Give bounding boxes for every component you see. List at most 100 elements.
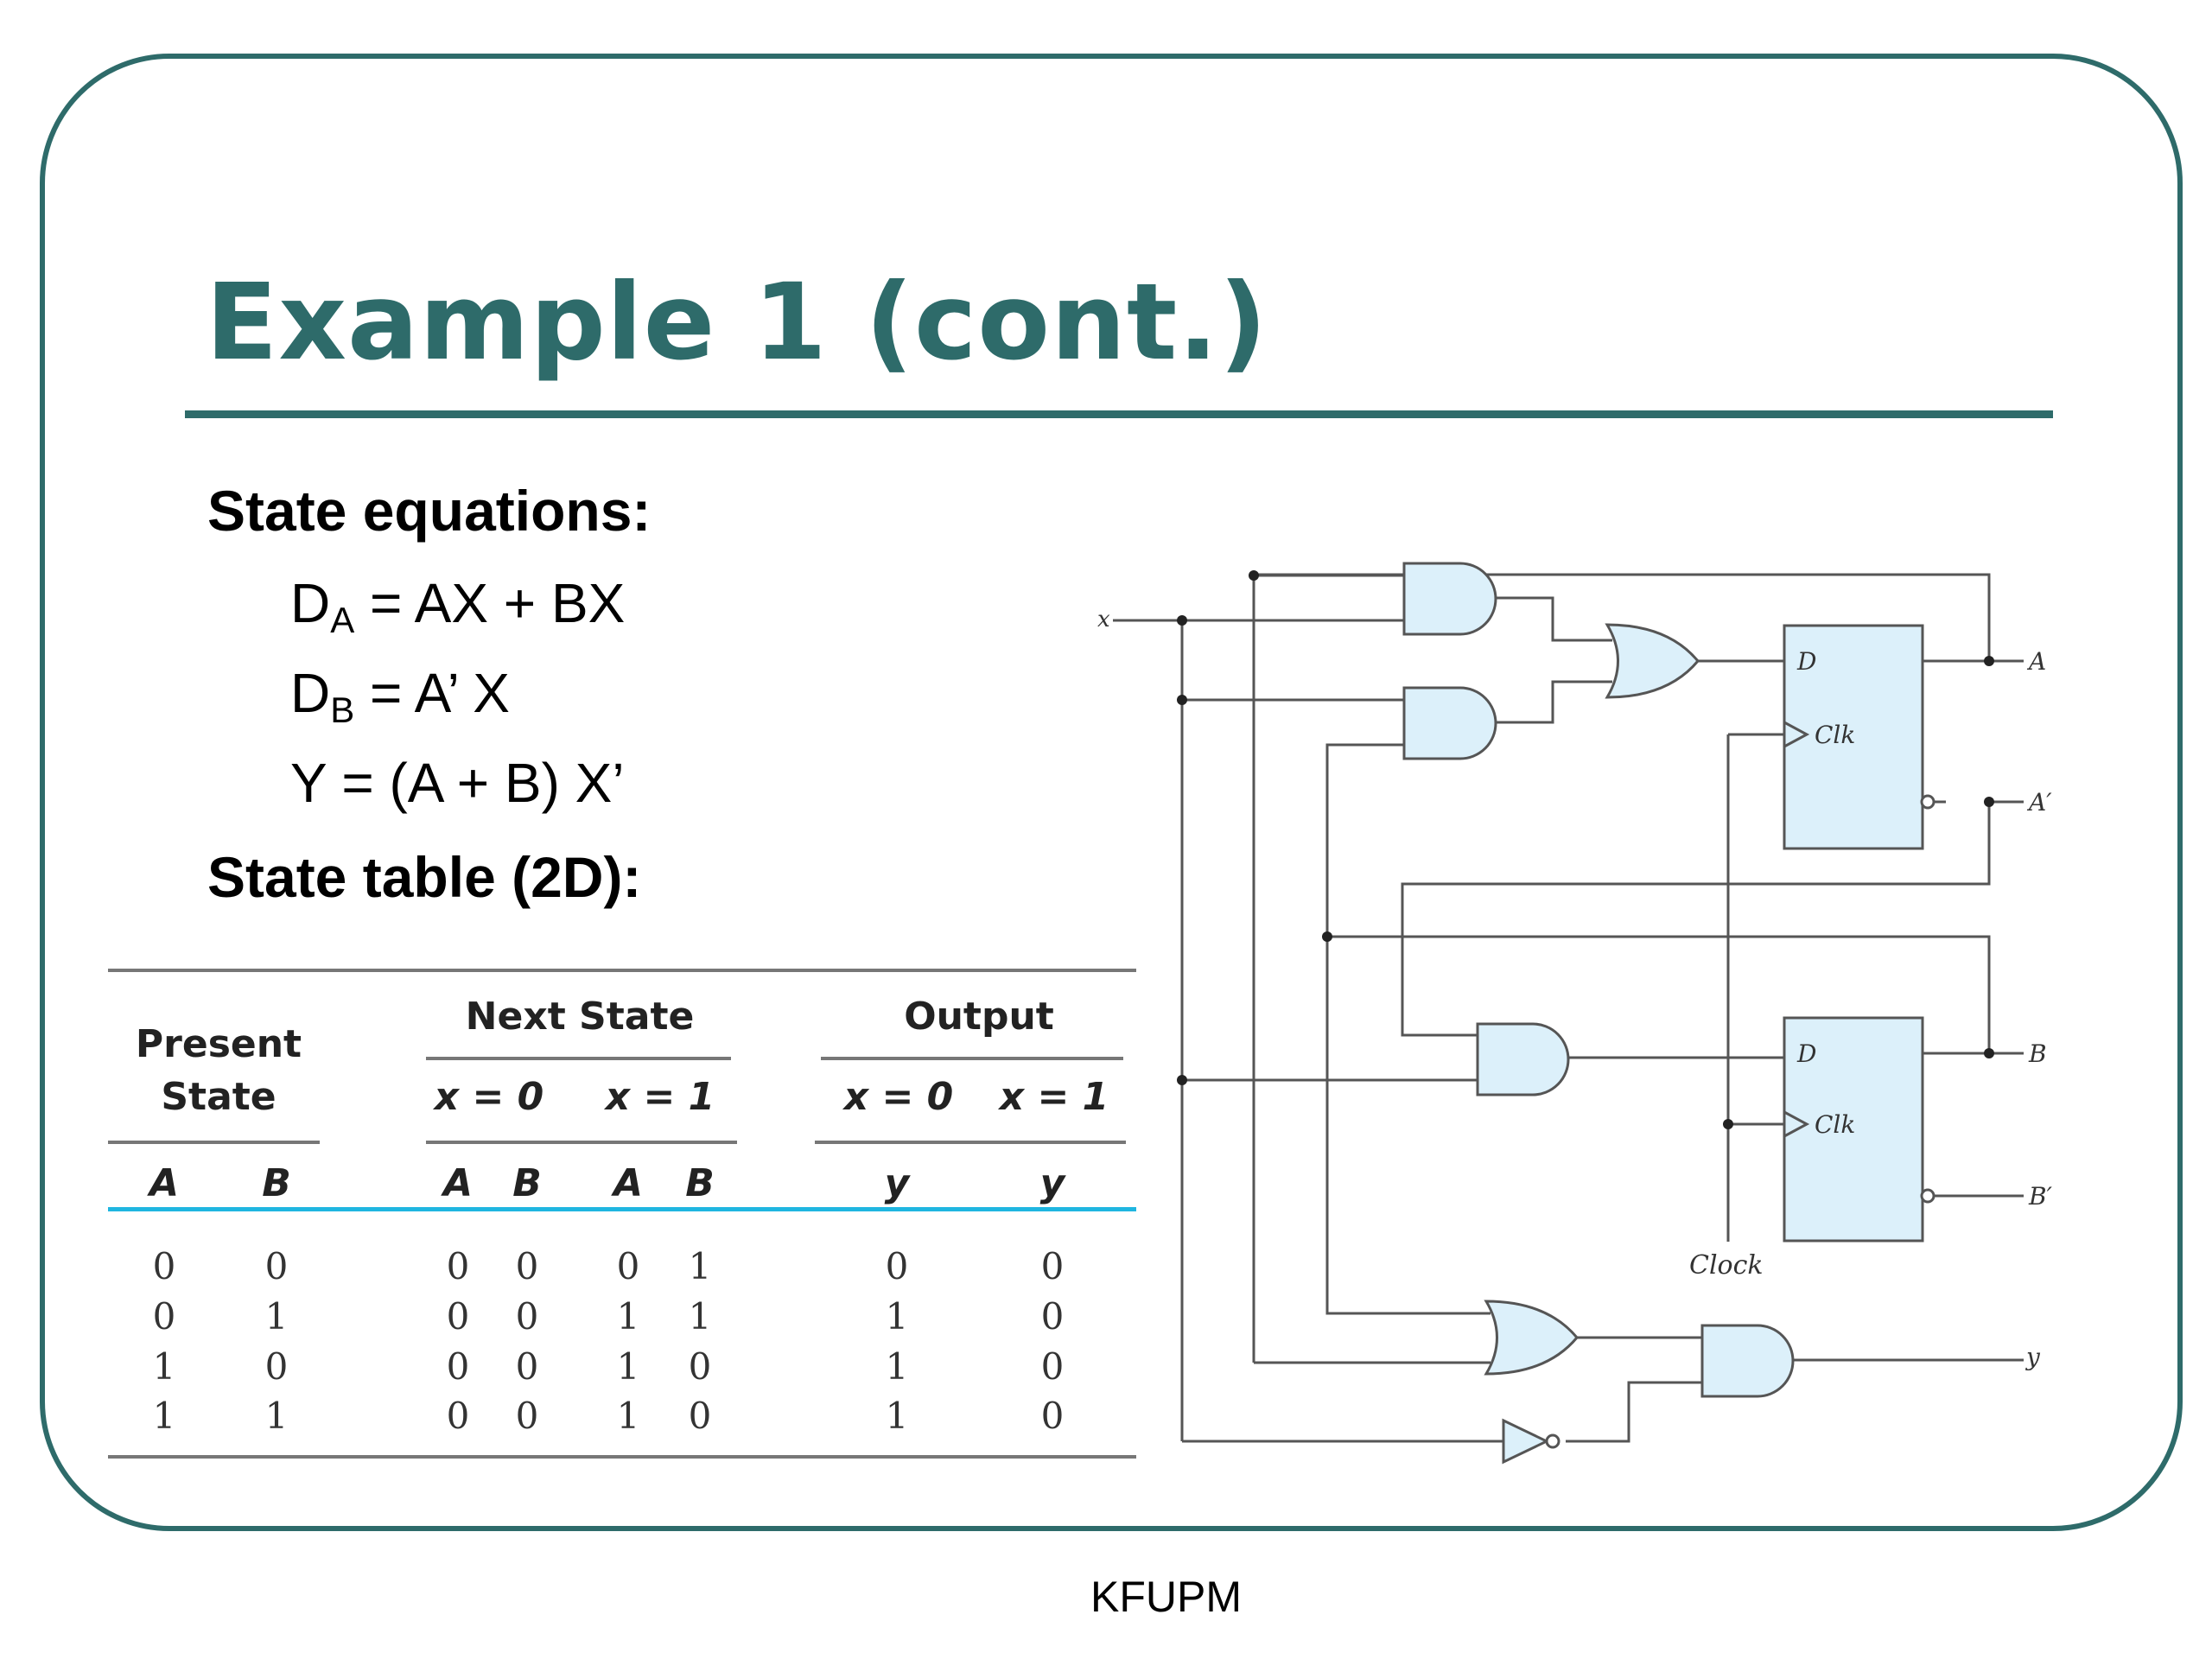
equation-y: Y = (A + B) X’	[290, 752, 625, 814]
circuit-diagram: x D Clk D Clk A A′ B B′ Clock y	[1097, 562, 2053, 1465]
out-x0-header: x = 0	[843, 1075, 954, 1119]
junction-dot	[1984, 656, 1994, 666]
output-sub-rule	[815, 1141, 1126, 1144]
table-cell: 1	[616, 1295, 640, 1338]
and-gate-3	[1476, 1022, 1570, 1096]
output-y-label: y	[2024, 1343, 2041, 1371]
next-state-header: Next State	[465, 995, 695, 1039]
eq-da-sub: A	[330, 600, 355, 640]
state-table-heading: State table (2D):	[207, 845, 642, 909]
junction-dot	[1249, 570, 1259, 581]
state-equations-heading: State equations:	[207, 479, 652, 543]
output-a-not-label: A′	[2026, 788, 2052, 817]
equation-db: DB = A’ X	[290, 660, 510, 732]
table-cell: 0	[446, 1245, 470, 1287]
flip-flop-b	[1783, 1016, 1924, 1243]
junction-dot	[1984, 1048, 1994, 1058]
table-cell: 0	[1040, 1245, 1065, 1287]
table-cell: 0	[515, 1345, 539, 1388]
table-cell: 0	[264, 1245, 289, 1287]
or-gate-1	[1605, 623, 1700, 699]
col-next1-a: A	[613, 1161, 644, 1205]
table-cell: 1	[885, 1345, 909, 1388]
junction-dot	[1177, 695, 1187, 705]
table-cell: 1	[885, 1395, 909, 1437]
table-cell: 0	[515, 1395, 539, 1437]
col-present-b: B	[262, 1161, 291, 1205]
eq-db-sub: B	[330, 690, 355, 730]
next-x1-header: x = 1	[605, 1075, 715, 1119]
junction-dot	[1177, 1075, 1187, 1085]
col-present-a: A	[149, 1161, 180, 1205]
table-cell: 0	[446, 1295, 470, 1338]
eq-da-prefix: D	[290, 572, 331, 634]
and-gate-2	[1402, 686, 1497, 760]
not-gate	[1502, 1418, 1550, 1465]
table-cell: 1	[264, 1395, 289, 1437]
eq-db-prefix: D	[290, 662, 331, 724]
table-cell: 1	[688, 1295, 712, 1338]
or-gate-2	[1484, 1300, 1579, 1376]
junction-dot	[1177, 615, 1187, 626]
and-gate-1	[1402, 562, 1497, 636]
col-next1-b: B	[685, 1161, 715, 1205]
table-top-rule	[108, 969, 1136, 972]
table-cell: 0	[152, 1295, 176, 1338]
output-header: Output	[904, 995, 1054, 1039]
and-gate-4	[1700, 1324, 1795, 1398]
col-next0-b: B	[512, 1161, 542, 1205]
table-bottom-rule	[108, 1455, 1136, 1459]
table-cell: 1	[152, 1395, 176, 1437]
footer-kfupm: KFUPM	[1090, 1573, 1242, 1621]
table-cell: 0	[446, 1395, 470, 1437]
output-b-not-label: B′	[2028, 1182, 2053, 1211]
ff-a-clock-triangle	[1783, 721, 1810, 748]
clock-triangles	[1783, 721, 1810, 1138]
table-cell: 0	[616, 1245, 640, 1287]
next-sub-rule	[426, 1141, 737, 1144]
table-header-rule	[108, 1207, 1136, 1211]
title-underline	[185, 410, 2053, 418]
col-out0-y: y	[884, 1161, 910, 1205]
clock-label: Clock	[1689, 1250, 1764, 1281]
ff-a-d-label: D	[1796, 647, 1816, 676]
eq-da-rhs: = AX + BX	[354, 572, 626, 634]
flip-flop-a	[1783, 624, 1924, 850]
state-table: Present State Next State Output x = 0 x …	[104, 963, 1141, 1473]
table-cell: 0	[446, 1345, 470, 1388]
ff-b-d-label: D	[1796, 1039, 1816, 1068]
present-state-header-2: State	[161, 1075, 276, 1119]
table-cell: 0	[264, 1345, 289, 1388]
slide-title: Example 1 (cont.)	[206, 261, 1268, 384]
table-cell: 1	[616, 1395, 640, 1437]
gates	[1402, 562, 1936, 1465]
next-x0-header: x = 0	[434, 1075, 544, 1119]
table-cell: 0	[1040, 1345, 1065, 1388]
table-cell: 1	[616, 1345, 640, 1388]
table-cell: 0	[152, 1245, 176, 1287]
junction-dots	[1177, 570, 1994, 1129]
junction-dot	[1984, 797, 1994, 807]
equation-da: DA = AX + BX	[290, 570, 625, 642]
table-cell: 0	[515, 1245, 539, 1287]
table-cell: 0	[1040, 1295, 1065, 1338]
out-x1-header: x = 1	[999, 1075, 1109, 1119]
junction-dot	[1723, 1119, 1733, 1129]
table-cell: 0	[885, 1245, 909, 1287]
wires	[1113, 573, 2024, 1443]
ff-b-clock-triangle	[1783, 1110, 1810, 1138]
output-rule	[821, 1057, 1123, 1060]
present-rule	[108, 1141, 320, 1144]
ff-a-qnot-bubble	[1920, 794, 1936, 810]
ff-b-qnot-bubble	[1920, 1188, 1936, 1204]
not-bubble	[1545, 1433, 1560, 1449]
table-cell: 0	[688, 1345, 712, 1388]
table-cell: 1	[264, 1295, 289, 1338]
table-cell: 1	[885, 1295, 909, 1338]
next-state-rule	[426, 1057, 731, 1060]
ff-a-clk-label: Clk	[1815, 721, 1855, 749]
junction-dot	[1322, 931, 1332, 942]
output-a-label: A	[2026, 647, 2046, 676]
table-cell: 1	[688, 1245, 712, 1287]
table-cell: 0	[515, 1295, 539, 1338]
